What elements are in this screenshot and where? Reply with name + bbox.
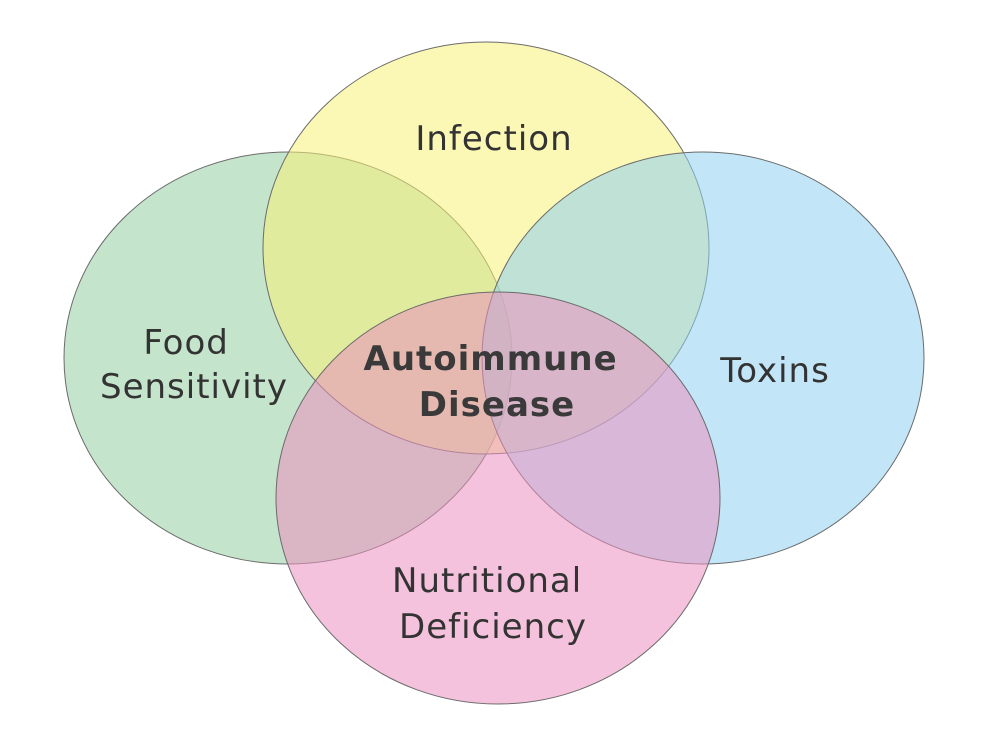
- circle-nutritional-deficiency: [275, 291, 721, 705]
- label-nutritional-deficiency-line-1: Nutritional: [392, 561, 582, 601]
- label-toxins: Toxins: [719, 351, 830, 391]
- label-food-sensitivity-line-1: Food: [143, 323, 229, 363]
- label-nutritional-deficiency-line-2: Deficiency: [399, 607, 587, 647]
- label-nutritional-deficiency: Nutritional Deficiency: [392, 561, 594, 647]
- label-autoimmune-disease-line-2: Disease: [419, 385, 575, 425]
- label-infection-line-1: Infection: [415, 119, 572, 159]
- label-infection: Infection: [415, 119, 572, 159]
- label-food-sensitivity: Food Sensitivity: [100, 323, 288, 407]
- label-autoimmune-disease: Autoimmune Disease: [364, 339, 631, 425]
- label-autoimmune-disease-line-1: Autoimmune: [364, 339, 618, 379]
- label-toxins-line-1: Toxins: [719, 351, 830, 391]
- label-food-sensitivity-line-2: Sensitivity: [100, 367, 288, 407]
